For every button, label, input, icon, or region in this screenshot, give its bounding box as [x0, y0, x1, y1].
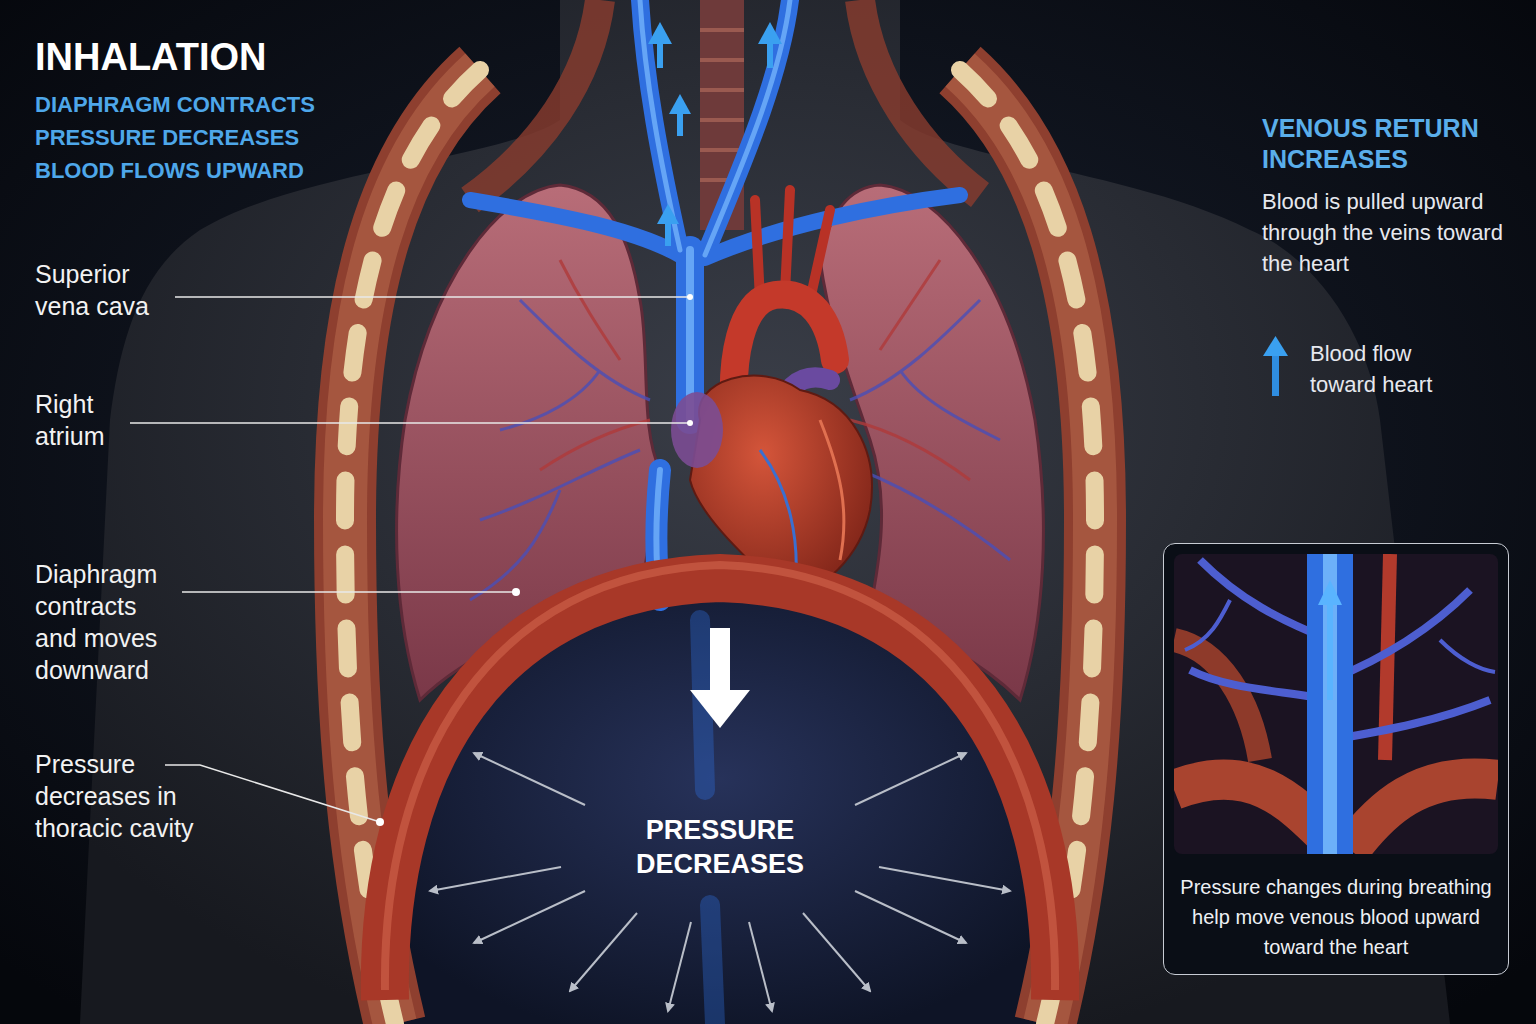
panel-caption: Pressure changes during breathing help m… — [1174, 872, 1498, 962]
part-label: Pressure decreases in thoracic cavity — [35, 748, 230, 844]
side-heading: VENOUS RETURN INCREASES — [1262, 113, 1512, 175]
legend-text: Blood flow toward heart — [1310, 338, 1480, 400]
side-note: Blood is pulled upward through the veins… — [1262, 186, 1524, 279]
headline-line: DIAPHRAGM CONTRACTS — [35, 91, 375, 118]
headline-line: BLOOD FLOWS UPWARD — [35, 157, 375, 184]
part-label: Right atrium — [35, 388, 145, 452]
region-label: PRESSURE DECREASES — [600, 813, 840, 881]
part-label: Diaphragm contracts and moves downward — [35, 558, 180, 686]
inset-panel: Pressure changes during breathing help m… — [1163, 543, 1509, 975]
part-label: Superior vena cava — [35, 258, 175, 322]
diagram-title: INHALATION — [35, 34, 435, 80]
headline-line: PRESSURE DECREASES — [35, 124, 375, 151]
